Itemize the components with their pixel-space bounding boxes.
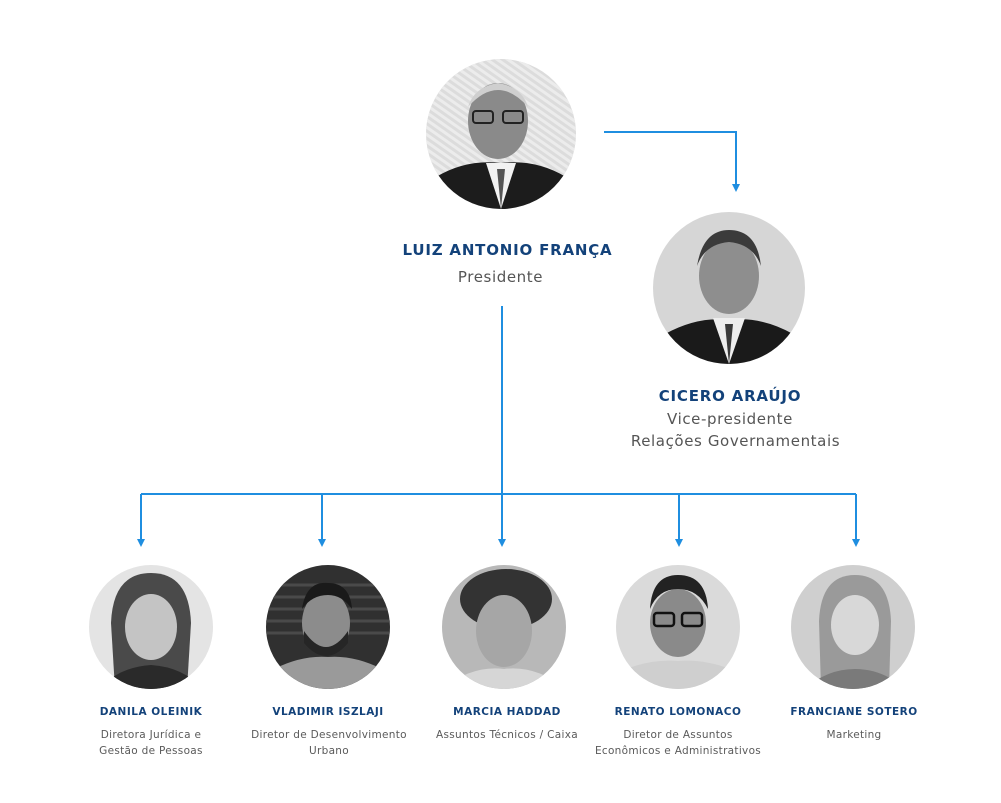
- connector-president-to-vp: [604, 131, 740, 192]
- director-name-2: VLADIMIR ISZLAJI: [272, 706, 384, 718]
- director-photo-1: [89, 565, 213, 689]
- director-role-3-line-1: Assuntos Técnicos / Caixa: [436, 729, 578, 741]
- president-name: LUIZ ANTONIO FRANÇA: [402, 241, 613, 259]
- vice-president-name: CICERO ARAÚJO: [658, 387, 802, 405]
- director-photo-3: [442, 565, 566, 689]
- director-photo-2: [266, 565, 390, 689]
- director-name-3: MARCIA HADDAD: [453, 706, 561, 718]
- director-role-1-line-1: Diretora Jurídica e: [100, 729, 202, 741]
- director-role-2-line-1: Diretor de Desenvolvimento: [251, 729, 407, 741]
- director-name-5: FRANCIANE SOTERO: [790, 706, 918, 718]
- vice-president-role-line-1: Vice-presidente: [667, 410, 793, 428]
- president-role: Presidente: [457, 268, 544, 286]
- vice-president-photo: [653, 212, 805, 364]
- director-photo-4: [616, 565, 740, 689]
- director-role-1-line-2: Gestão de Pessoas: [99, 745, 203, 757]
- director-photo-5: [791, 565, 915, 689]
- president-photo: [426, 59, 576, 209]
- director-name-1: DANILA OLEINIK: [99, 706, 203, 718]
- director-role-4-line-1: Diretor de Assuntos: [623, 729, 733, 741]
- director-name-4: RENATO LOMONACO: [614, 706, 742, 718]
- director-role-4-line-2: Econômicos e Administrativos: [594, 745, 762, 757]
- director-role-2-line-2: Urbano: [309, 745, 349, 757]
- vice-president-role-line-2: Relações Governamentais: [630, 432, 841, 450]
- director-role-5-line-1: Marketing: [826, 729, 882, 741]
